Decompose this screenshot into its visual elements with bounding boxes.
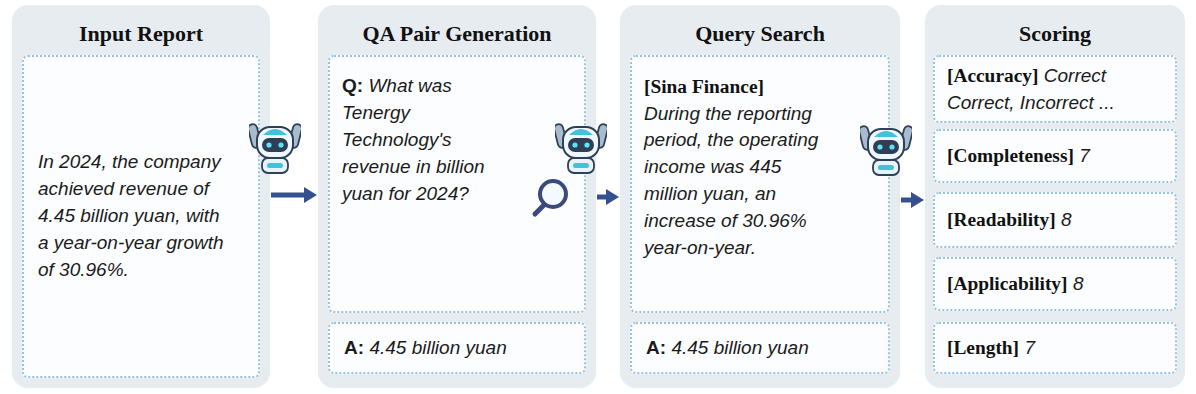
panel-title: QA Pair Generation bbox=[362, 21, 551, 46]
score-box: [Readability]8 bbox=[933, 192, 1177, 248]
robot-icon bbox=[858, 125, 914, 175]
panel-title: Input Report bbox=[79, 21, 203, 46]
text-body: During the reporting period, the operati… bbox=[644, 103, 818, 259]
text-body: 7 bbox=[1079, 145, 1090, 166]
text-block: A:4.45 billion yuan bbox=[344, 335, 572, 362]
panel-heading: Scoring bbox=[925, 21, 1185, 47]
text-body: What was Tenergy Technology's revenue in… bbox=[342, 75, 485, 204]
text-block: [Length]7 bbox=[947, 334, 1165, 362]
score-box: [Applicability] 8 bbox=[933, 257, 1177, 311]
panel-title: Scoring bbox=[1019, 21, 1091, 46]
evidence-box: [Sina Finance]During the reporting perio… bbox=[630, 55, 890, 313]
panel-title: Query Search bbox=[695, 21, 825, 46]
score-box: [Length]7 bbox=[933, 322, 1177, 374]
text-body: 8 bbox=[1061, 209, 1072, 230]
text-body: 4.45 billion yuan bbox=[369, 337, 506, 358]
text-heading: [Length] bbox=[947, 337, 1019, 358]
score-box: [Completeness]7 bbox=[933, 129, 1177, 183]
text-heading: [Readability] bbox=[947, 209, 1056, 230]
text-block: [Accuracy]Correct Correct, Incorrect ... bbox=[947, 62, 1165, 117]
text-body: In 2024, the company achieved revenue of… bbox=[38, 151, 224, 280]
panel-heading: Input Report bbox=[12, 21, 270, 47]
text-heading: [Accuracy] bbox=[947, 65, 1038, 86]
robot-icon bbox=[553, 123, 609, 173]
magnifier-icon bbox=[535, 181, 566, 214]
flow-arrow bbox=[901, 198, 911, 203]
flow-arrow bbox=[597, 195, 606, 200]
magnifier-handle bbox=[535, 205, 544, 214]
panel-heading: Query Search bbox=[620, 21, 900, 47]
answer-box: A:4.45 billion yuan bbox=[630, 322, 890, 374]
score-box: [Accuracy]Correct Correct, Incorrect ... bbox=[933, 55, 1177, 123]
text-body: 7 bbox=[1024, 337, 1035, 358]
text-block: [Applicability] 8 bbox=[947, 270, 1165, 298]
robot-icon bbox=[247, 123, 303, 173]
text-heading: Q: bbox=[342, 75, 363, 96]
text-block: A:4.45 billion yuan bbox=[646, 335, 876, 362]
text-block: In 2024, the company achieved revenue of… bbox=[38, 149, 228, 284]
stage-panel: Query Search [Sina Finance]During the rep… bbox=[620, 5, 900, 388]
flow-arrow bbox=[271, 193, 304, 198]
text-block: [Completeness]7 bbox=[947, 142, 1165, 170]
report-box: In 2024, the company achieved revenue of… bbox=[22, 55, 260, 378]
text-body: 4.45 billion yuan bbox=[671, 337, 808, 358]
text-heading: [Applicability] bbox=[947, 273, 1067, 294]
text-block: [Sina Finance]During the reporting perio… bbox=[644, 73, 836, 262]
panel-heading: QA Pair Generation bbox=[318, 21, 596, 47]
text-heading: [Sina Finance] bbox=[644, 73, 836, 101]
text-body: 8 bbox=[1073, 273, 1084, 294]
text-heading: A: bbox=[646, 337, 666, 358]
text-heading: [Completeness] bbox=[947, 145, 1074, 166]
text-block: Q:What was Tenergy Technology's revenue … bbox=[342, 73, 512, 208]
answer-box: A:4.45 billion yuan bbox=[328, 322, 586, 374]
text-block: [Readability]8 bbox=[947, 206, 1165, 234]
question-box: Q:What was Tenergy Technology's revenue … bbox=[328, 55, 586, 313]
stage-panel: Input Report In 2024, the company achieve… bbox=[12, 5, 270, 388]
stage-panel: Scoring [Accuracy]Correct Correct, Incorr… bbox=[925, 5, 1185, 388]
text-heading: A: bbox=[344, 337, 364, 358]
stage-panel: QA Pair GenerationQ:What was Tenergy Tec… bbox=[318, 5, 596, 388]
magnifier-lens bbox=[540, 181, 566, 207]
